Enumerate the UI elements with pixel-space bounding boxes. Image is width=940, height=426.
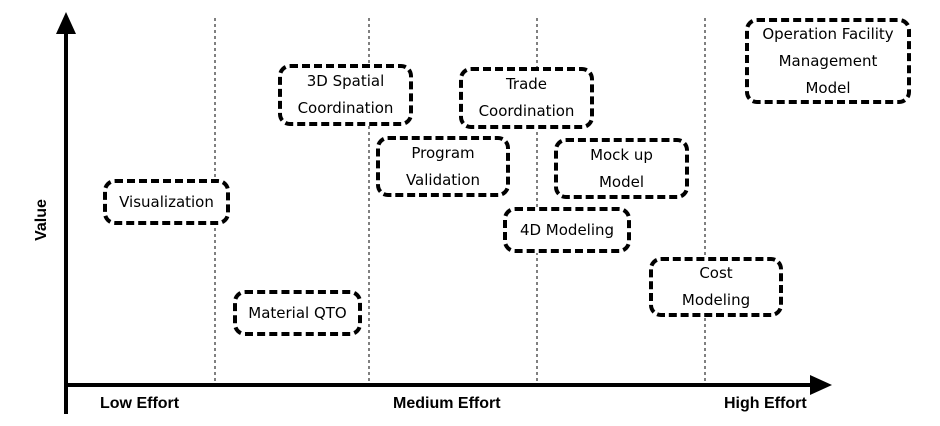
x-tick-medium-effort: Medium Effort bbox=[393, 395, 501, 412]
x-tick-high-effort: High Effort bbox=[724, 395, 807, 412]
box-label: Mock up Model bbox=[590, 145, 653, 191]
box-label: Trade Coordination bbox=[478, 75, 575, 120]
box-trade-coordination: Trade Coordination bbox=[459, 67, 594, 129]
box-label: Visualization bbox=[119, 192, 214, 211]
box-label: Cost Modeling bbox=[681, 264, 751, 309]
box-program-validation: Program Validation bbox=[376, 136, 510, 197]
box-visualization: Visualization bbox=[103, 179, 230, 225]
box-label: Operation Facility Management Model bbox=[762, 24, 894, 97]
box-material-qto: Material QTO bbox=[233, 290, 362, 336]
box-mock-up-model: Mock up Model bbox=[554, 138, 689, 199]
box-label: 4D Modeling bbox=[519, 220, 615, 239]
box-label: Program Validation bbox=[405, 143, 481, 189]
box-label: Material QTO bbox=[248, 303, 347, 322]
x-tick-low-effort: Low Effort bbox=[100, 395, 180, 412]
x-axis-arrowhead bbox=[810, 375, 832, 395]
y-axis-arrowhead bbox=[56, 12, 76, 34]
y-axis-label: Value bbox=[33, 199, 50, 241]
box-3d-spatial-coordination: 3D Spatial Coordination bbox=[278, 64, 413, 126]
box-cost-modeling: Cost Modeling bbox=[649, 257, 783, 317]
box-4d-modeling: 4D Modeling bbox=[503, 207, 631, 253]
box-operation-facility-management-model: Operation Facility Management Model bbox=[745, 18, 911, 104]
box-label: 3D Spatial Coordination bbox=[297, 72, 394, 117]
